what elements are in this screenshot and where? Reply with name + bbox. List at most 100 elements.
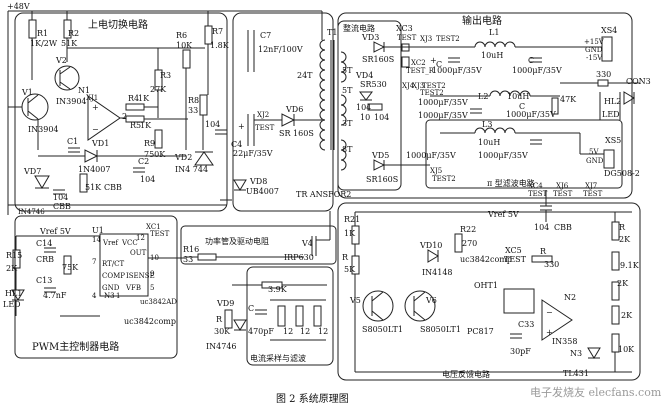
svg-text:104: 104 (53, 193, 68, 202)
title-power-switch: 上电切换电路 (88, 18, 148, 31)
svg-text:3T: 3T (342, 119, 353, 128)
svg-text:N1: N1 (78, 86, 90, 95)
svg-text:VD9: VD9 (216, 299, 234, 308)
svg-text:R7: R7 (212, 27, 223, 36)
svg-text:TR ANSFOR2: TR ANSFOR2 (296, 190, 351, 199)
svg-text:2K: 2K (6, 264, 18, 273)
svg-text:R6: R6 (176, 31, 187, 40)
svg-text:N3: N3 (104, 292, 115, 300)
svg-text:1K: 1K (140, 121, 152, 130)
title-pi-filter: π 型滤波电路 (487, 178, 535, 188)
svg-text:CBB: CBB (53, 202, 71, 211)
svg-text:+: + (92, 103, 99, 112)
svg-text:TEST: TEST (583, 190, 603, 198)
svg-text:OHT1: OHT1 (474, 281, 498, 290)
svg-text:1000μF/35V: 1000μF/35V (478, 151, 528, 160)
svg-text:Vref: Vref (102, 239, 120, 247)
svg-text:1000μF/35V: 1000μF/35V (512, 66, 562, 75)
connector-xs4 (601, 36, 613, 62)
title-output: 输出电路 (462, 14, 502, 27)
transistor-v5 (362, 290, 394, 322)
svg-text:-15V: -15V (586, 54, 603, 62)
title-sense: 电流采样与滤波 (250, 353, 306, 363)
svg-text:XC1: XC1 (146, 223, 161, 231)
svg-text:1K/2W: 1K/2W (30, 39, 58, 48)
svg-text:UB4007: UB4007 (246, 187, 279, 196)
svg-text:2K: 2K (619, 235, 631, 244)
svg-text:LED: LED (3, 300, 21, 309)
svg-text:10uH: 10uH (478, 138, 500, 147)
zener-vd7 (34, 175, 50, 189)
svg-text:750K: 750K (144, 150, 166, 159)
svg-text:SR530: SR530 (360, 80, 387, 89)
svg-text:−: − (546, 308, 553, 317)
block-sense (246, 266, 334, 366)
svg-text:TEST: TEST (150, 230, 170, 238)
svg-text:T1: T1 (327, 28, 337, 37)
svg-text:270: 270 (462, 239, 477, 248)
svg-text:VD10: VD10 (419, 241, 442, 250)
svg-text:R: R (216, 315, 223, 324)
svg-text:IN4148: IN4148 (422, 268, 453, 277)
svg-text:XS4: XS4 (601, 26, 617, 35)
svg-text:+: + (238, 122, 245, 131)
transformer-circuit: C7 12nF/100V 24T T1 + C4 22μF/35V VD6 SR… (231, 10, 351, 199)
watermark: 电子发烧友 elecfans.com (530, 385, 661, 399)
transformer-primary (319, 39, 326, 151)
svg-text:C4: C4 (231, 140, 242, 149)
svg-text:12: 12 (283, 327, 293, 336)
svg-text:1000μF/35V: 1000μF/35V (432, 66, 482, 75)
svg-text:U1: U1 (92, 226, 104, 235)
svg-text:104: 104 (534, 223, 549, 232)
svg-text:5: 5 (150, 284, 154, 292)
svg-text:V6: V6 (425, 296, 437, 305)
svg-text:XC2: XC2 (411, 59, 426, 67)
svg-text:C2: C2 (138, 157, 149, 166)
svg-text:V2: V2 (55, 56, 67, 65)
svg-text:2: 2 (122, 112, 127, 121)
svg-text:IN4 744: IN4 744 (175, 165, 208, 174)
svg-text:TL431: TL431 (563, 369, 589, 378)
svg-text:C: C (248, 304, 254, 313)
svg-text:XS5: XS5 (605, 136, 621, 145)
svg-text:104: 104 (374, 113, 389, 122)
block-pwm (14, 215, 178, 359)
svg-text:S8050LT1: S8050LT1 (362, 325, 403, 334)
inductor-l3 (474, 127, 516, 134)
svg-text:TEST2: TEST2 (436, 35, 460, 43)
figure-caption: 图 2 系统原理图 (276, 392, 349, 405)
svg-text:2K: 2K (617, 279, 629, 288)
svg-text:12nF/100V: 12nF/100V (258, 45, 303, 54)
svg-text:SR160S: SR160S (366, 175, 398, 184)
svg-text:COMP: COMP (102, 272, 125, 280)
svg-text:TEST2: TEST2 (432, 175, 456, 183)
resistor-r1 (28, 19, 37, 39)
svg-text:1000μF/35V: 1000μF/35V (418, 98, 468, 107)
svg-text:1N4007: 1N4007 (78, 165, 110, 174)
title-pwm: PWM主控制器电路 (32, 340, 119, 353)
svg-text:XC4: XC4 (528, 182, 543, 190)
svg-text:5T: 5T (342, 66, 353, 75)
sense-circuit: 3.9K R 30K VD9 IN4746 C 470pF 12 12 12 (206, 281, 328, 351)
svg-text:VD8: VD8 (249, 177, 267, 186)
svg-text:V4: V4 (301, 239, 313, 248)
svg-text:VD7: VD7 (23, 167, 41, 176)
svg-text:9.1K: 9.1K (620, 261, 640, 270)
svg-text:GND: GND (586, 157, 604, 165)
svg-text:24T: 24T (297, 71, 313, 80)
svg-text:XJ5: XJ5 (430, 167, 442, 175)
driver-circuit: R16 33 V4 IRP630 (183, 211, 331, 264)
svg-text:8T: 8T (342, 145, 353, 154)
svg-text:PC817: PC817 (467, 327, 494, 336)
svg-text:TEST_R: TEST_R (406, 67, 435, 75)
svg-text:R: R (342, 253, 349, 262)
svg-text:IN4746: IN4746 (18, 208, 45, 216)
svg-text:uc3842comp: uc3842comp (124, 317, 176, 326)
svg-text:75K: 75K (62, 263, 79, 272)
svg-text:R22: R22 (460, 225, 476, 234)
svg-text:IRP630: IRP630 (284, 253, 314, 262)
svg-text:104: 104 (205, 120, 220, 129)
svg-text:5V: 5V (589, 148, 599, 156)
svg-text:C: C (436, 60, 442, 69)
